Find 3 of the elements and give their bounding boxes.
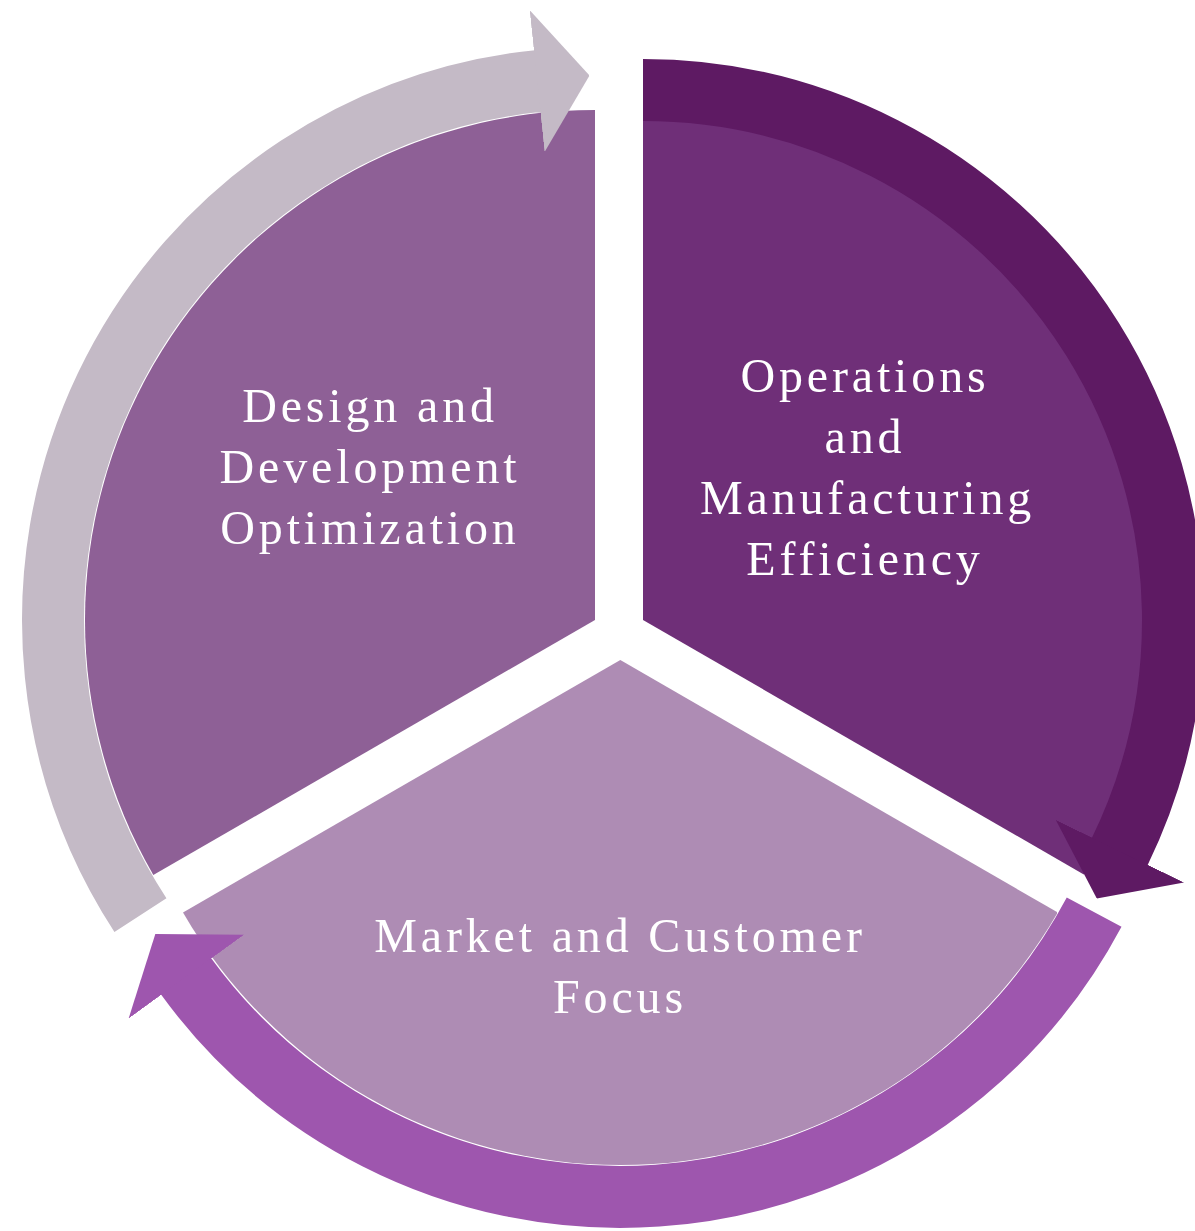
segment-label: Operations and Manufacturing Efficiency [700, 348, 1030, 587]
segment-label: Market and Customer Focus [373, 908, 867, 1025]
segment-label: Design and Development Optimization [218, 378, 522, 556]
